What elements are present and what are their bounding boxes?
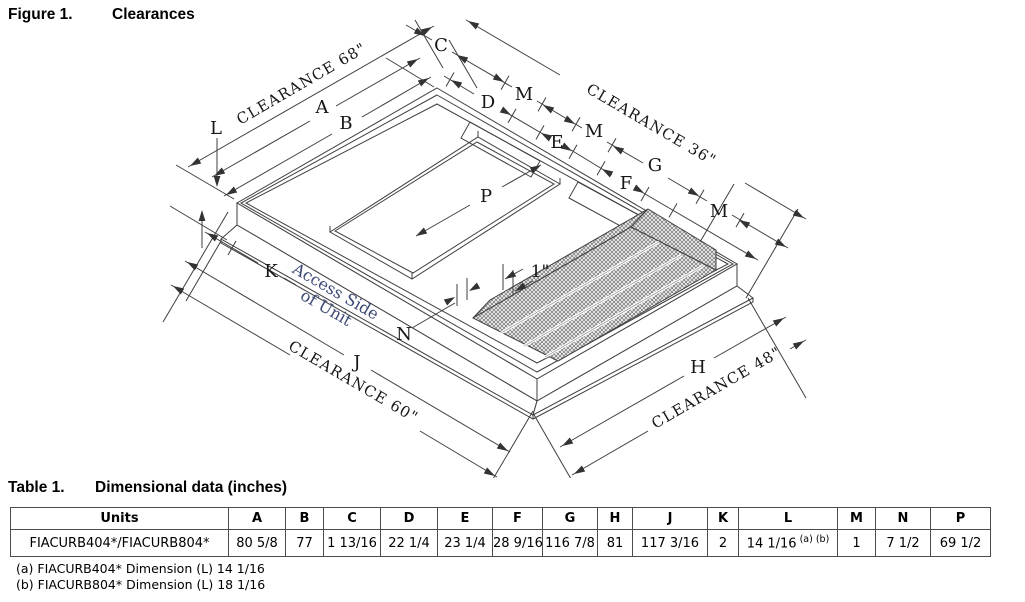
footnote-a: (a) FIACURB404* Dimension (L) 14 1/16 [16, 561, 265, 576]
dimension-lines-top-left [169, 25, 435, 248]
label-L: L [210, 118, 222, 139]
label-J: J [351, 352, 360, 373]
label-C: C [434, 35, 448, 56]
cell-d: 22 1/4 [380, 529, 438, 557]
clearances-diagram: L A B C D M E M G F M P 1" K N J H CLEAR… [162, 19, 807, 478]
col-header-units: Units [10, 507, 229, 530]
dimension-one-inch [502, 264, 534, 296]
col-header-c: C [323, 507, 381, 530]
dimension-p [415, 164, 542, 237]
label-H: H [690, 357, 706, 378]
table-label: Table 1. [8, 479, 65, 496]
col-header-d: D [380, 507, 438, 530]
label-A: A [315, 97, 330, 118]
cell-l-value: 14 1/16 [746, 536, 797, 552]
cell-m: 1 [837, 529, 876, 557]
label-N: N [396, 324, 412, 345]
label-M1: M [515, 84, 533, 105]
cell-h: 81 [597, 529, 633, 557]
cell-f: 28 9/16 [492, 529, 543, 557]
cell-j: 117 3/16 [632, 529, 708, 557]
label-K: K [264, 261, 278, 282]
col-header-b: B [285, 507, 324, 530]
cell-a: 80 5/8 [228, 529, 286, 557]
col-header-h: H [597, 507, 633, 530]
footnotes: (a) FIACURB404* Dimension (L) 14 1/16 (b… [16, 561, 265, 593]
col-header-a: A [228, 507, 286, 530]
cell-n: 7 1/2 [875, 529, 931, 557]
cell-c: 1 13/16 [323, 529, 381, 557]
dimension-lines-bottom-right [532, 297, 807, 478]
figure-title: Figure 1. Clearances [8, 6, 195, 24]
interior-openings [329, 121, 647, 280]
label-one-inch: 1" [531, 262, 550, 282]
table-header-row: Units A B C D E F G H J K L M N P [10, 507, 991, 530]
cell-e: 23 1/4 [437, 529, 493, 557]
label-M2: M [585, 121, 603, 142]
col-header-m: M [837, 507, 876, 530]
label-G: G [648, 155, 662, 176]
mesh-basin [471, 208, 718, 362]
footnote-b: (b) FIACURB804* Dimension (L) 18 1/16 [16, 577, 266, 592]
col-header-n: N [875, 507, 931, 530]
dimensional-data-table: Units A B C D E F G H J K L M N P FIACUR… [10, 507, 991, 557]
label-F: F [620, 173, 633, 194]
cell-k: 2 [707, 529, 739, 557]
label-D: D [481, 92, 495, 113]
figure-label: Figure 1. [8, 6, 73, 23]
col-header-p: P [930, 507, 991, 530]
label-M3: M [710, 201, 728, 222]
col-header-k: K [707, 507, 739, 530]
col-header-j: J [632, 507, 708, 530]
cell-b: 77 [285, 529, 324, 557]
cell-g: 116 7/8 [542, 529, 598, 557]
label-P: P [480, 186, 492, 207]
cell-l-footnote-refs: (a) (b) [799, 534, 830, 546]
label-clearance-60: CLEARANCE 60" [285, 337, 421, 427]
table-title: Table 1. Dimensional data (inches) [8, 479, 287, 497]
table-title-text: Dimensional data (inches) [95, 479, 288, 496]
cell-units: FIACURB404*/FIACURB804* [10, 529, 229, 557]
label-E: E [550, 132, 563, 153]
cell-l: 14 1/16(a) (b) [738, 529, 838, 557]
cell-p: 69 1/2 [930, 529, 991, 557]
dimension-n [411, 278, 481, 329]
col-header-l: L [738, 507, 838, 530]
dimension-lines-bottom-left [162, 211, 534, 478]
dimension-lines-top-right [405, 19, 807, 299]
col-header-e: E [437, 507, 493, 530]
figure-title-text: Clearances [112, 6, 195, 23]
table-row: FIACURB404*/FIACURB804* 80 5/8 77 1 13/1… [10, 529, 991, 557]
col-header-g: G [542, 507, 598, 530]
label-B: B [339, 113, 352, 134]
col-header-f: F [492, 507, 543, 530]
